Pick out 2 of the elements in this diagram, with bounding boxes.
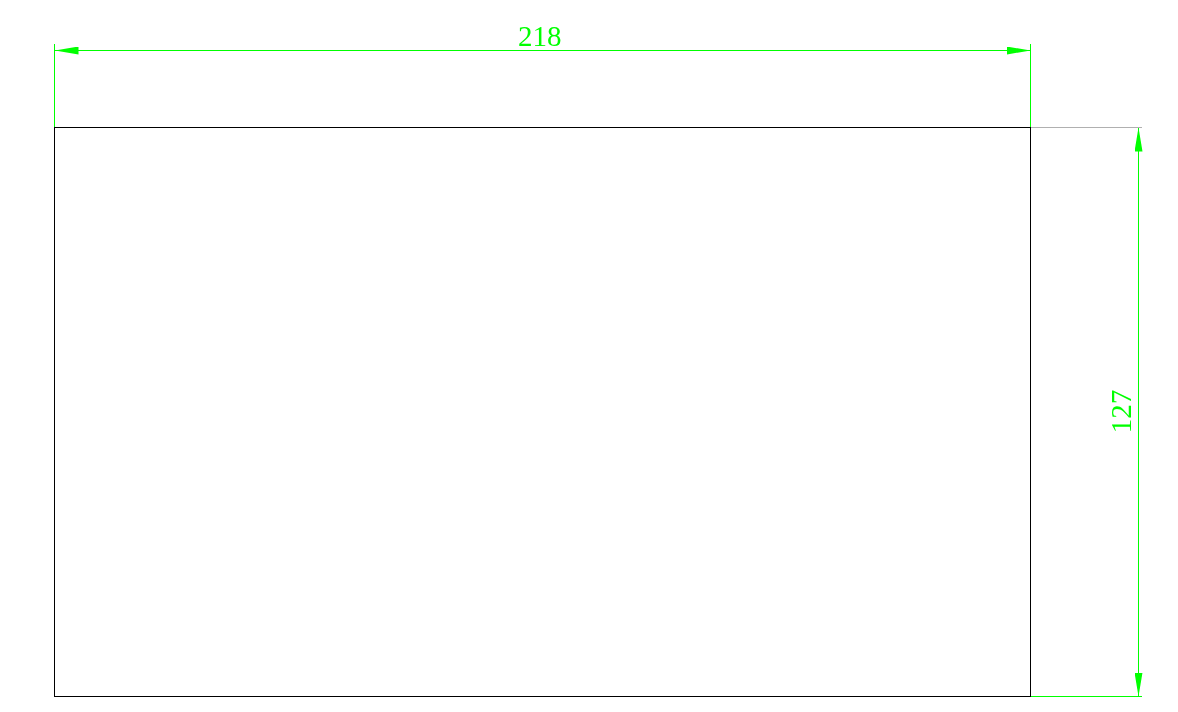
dimension-text: 127 — [1107, 389, 1137, 434]
dimension-text: 218 — [518, 22, 562, 51]
